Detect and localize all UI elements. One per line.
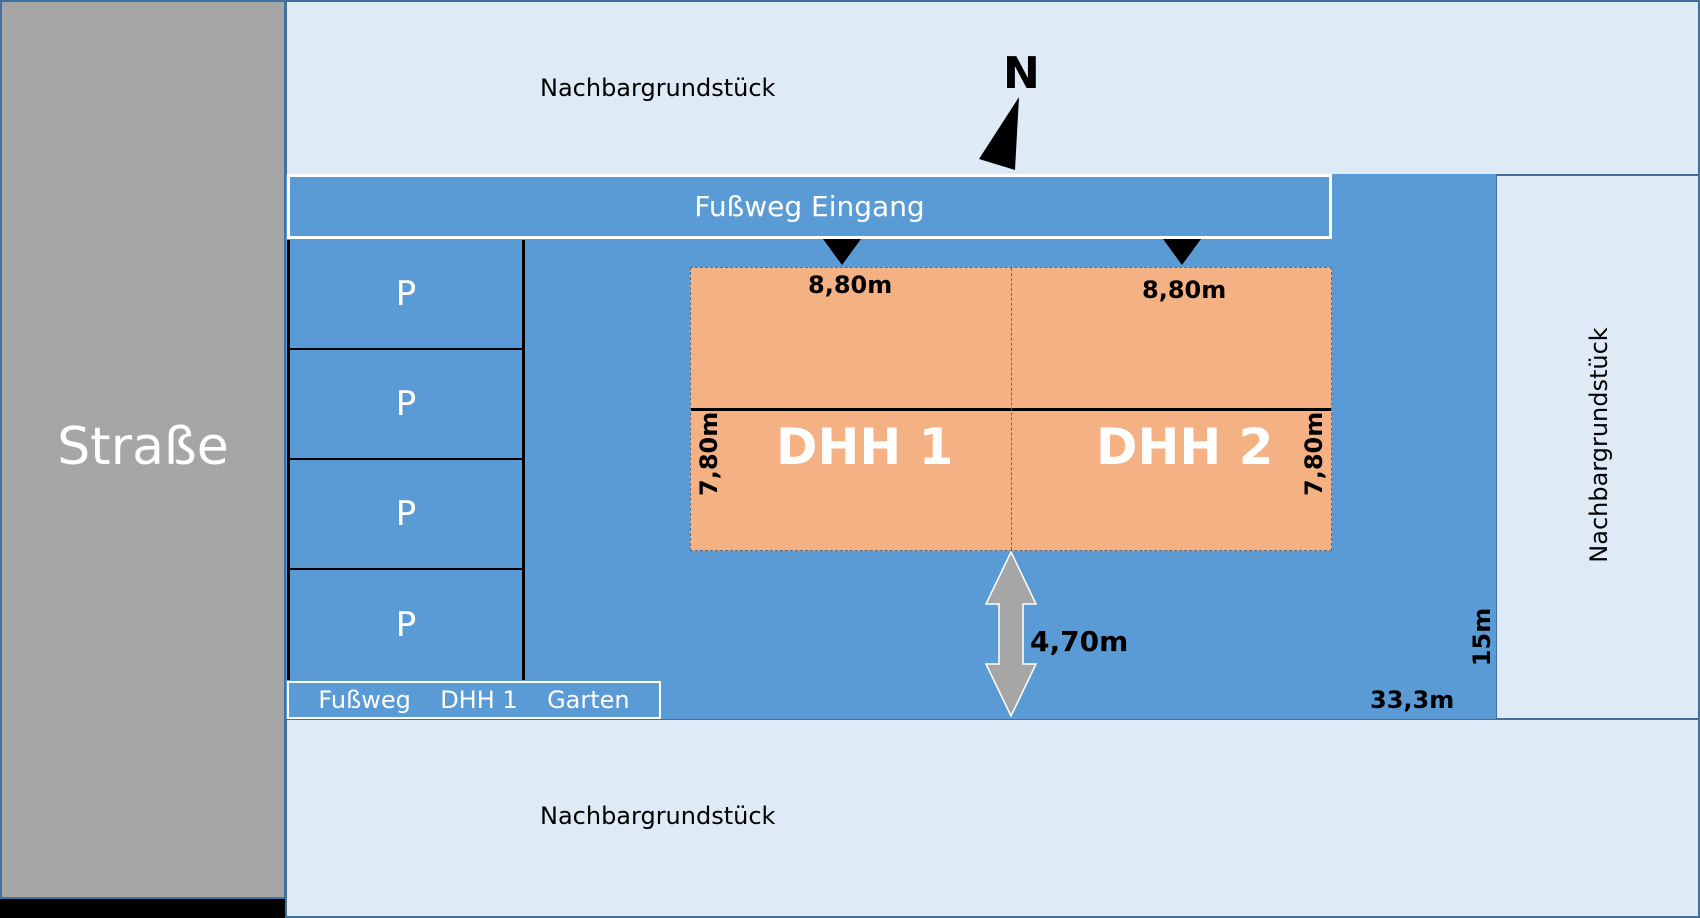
street: Straße bbox=[0, 0, 286, 899]
width-unit1-label: 8,80m bbox=[808, 271, 893, 299]
unit1-label: DHH 1 bbox=[776, 418, 954, 476]
entry-marker-icon bbox=[823, 239, 861, 265]
garden-path: Fußweg DHH 1 Garten bbox=[287, 681, 661, 719]
semi-detached-house: 8,80m 8,80m 7,80m 7,80m DHH 1 DHH 2 bbox=[690, 267, 1332, 551]
parking-space: P bbox=[287, 460, 525, 570]
garden-distance-label: 4,70m bbox=[1030, 625, 1129, 658]
north-arrow-icon bbox=[979, 97, 1019, 170]
neighbor-top-label: Nachbargrundstück bbox=[540, 74, 776, 102]
neighbor-plot-right: Nachbargrundstück bbox=[1496, 174, 1700, 720]
street-label: Straße bbox=[57, 417, 229, 477]
plot-length-label: 33,3m bbox=[1370, 686, 1455, 714]
parking-space: P bbox=[287, 240, 525, 350]
house-divider bbox=[1011, 268, 1012, 550]
neighbor-bottom-label: Nachbargrundstück bbox=[540, 802, 776, 830]
width-unit2-label: 8,80m bbox=[1142, 276, 1227, 304]
garden-path-word-3: Garten bbox=[547, 686, 630, 714]
garden-path-word-1: Fußweg bbox=[318, 686, 411, 714]
parking-space: P bbox=[287, 350, 525, 460]
garden-path-word-2: DHH 1 bbox=[440, 686, 518, 714]
unit2-label: DHH 2 bbox=[1096, 418, 1274, 476]
neighbor-plot-bottom: Nachbargrundstück bbox=[285, 718, 1700, 918]
neighbor-right-label: Nachbargrundstück bbox=[1585, 327, 1613, 563]
entrance-path: Fußweg Eingang bbox=[287, 174, 1332, 239]
depth-left-label: 7,80m bbox=[695, 411, 723, 496]
parking-space: P bbox=[287, 570, 525, 680]
double-arrow-icon bbox=[985, 551, 1037, 717]
plot-width-label: 15m bbox=[1468, 607, 1496, 667]
compass-label: N bbox=[1003, 48, 1040, 99]
entry-marker-icon bbox=[1163, 239, 1201, 265]
depth-right-label: 7,80m bbox=[1300, 411, 1328, 496]
